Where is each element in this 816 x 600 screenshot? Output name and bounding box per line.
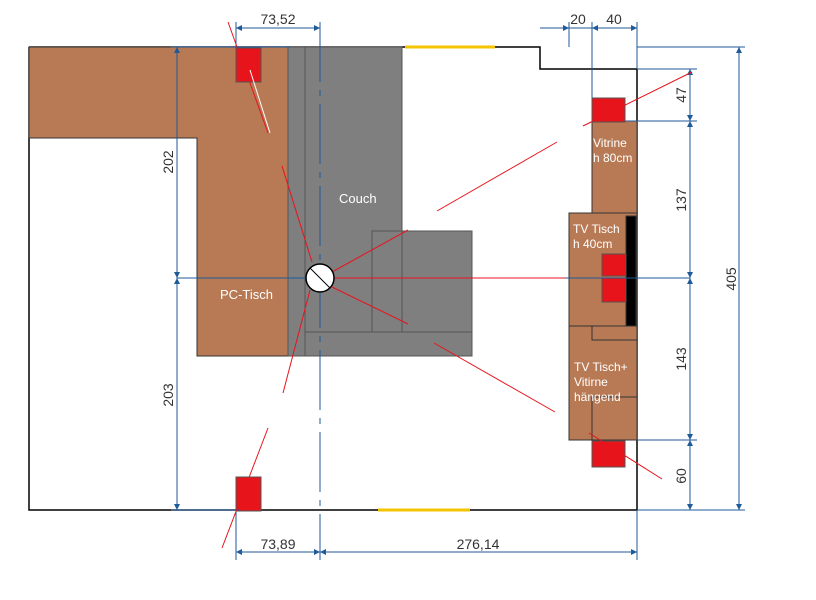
speaker-icon (601, 277, 627, 303)
dim-right-1: 47 (673, 87, 689, 103)
speaker-icon (235, 47, 262, 83)
dim-left-lower: 203 (160, 383, 176, 407)
speaker-icon (591, 97, 626, 123)
speakers (235, 47, 627, 512)
dim-top-c: 40 (606, 11, 622, 27)
vitrine-cabinet (591, 120, 638, 214)
pc-desk (28, 46, 291, 357)
couch (287, 46, 473, 357)
dim-right-total: 405 (723, 267, 739, 291)
dim-top-b: 20 (570, 11, 586, 27)
label-line: TV Tisch (573, 222, 620, 236)
label-line: Vitrine (593, 136, 627, 150)
label-line: hängend (574, 390, 621, 404)
label-line: TV Tisch+ (574, 360, 628, 374)
tv-panel (625, 215, 637, 339)
dimension-labels: 73,52 20 40 73,89 276,14 202 203 47 137 … (160, 11, 739, 552)
dim-right-3: 143 (673, 347, 689, 371)
dim-right-4: 60 (673, 468, 689, 484)
couch-label: Couch (339, 191, 377, 206)
label-line: h 80cm (593, 151, 632, 165)
speaker-icon (235, 476, 262, 512)
dim-bottom-b: 276,14 (457, 536, 500, 552)
dimension-arrows (174, 25, 742, 555)
label-line: h 40cm (573, 237, 612, 251)
dim-left-upper: 202 (160, 150, 176, 174)
dim-right-2: 137 (673, 188, 689, 212)
desk-label: PC-Tisch (220, 287, 273, 302)
speaker-icon (601, 253, 627, 277)
dim-bottom-a: 73,89 (260, 536, 295, 552)
dim-top-a: 73,52 (260, 11, 295, 27)
listening-position-icon (305, 263, 335, 293)
sound-rays (221, 21, 693, 549)
label-line: Vitirne (574, 375, 608, 389)
dimension-lines (171, 22, 745, 560)
